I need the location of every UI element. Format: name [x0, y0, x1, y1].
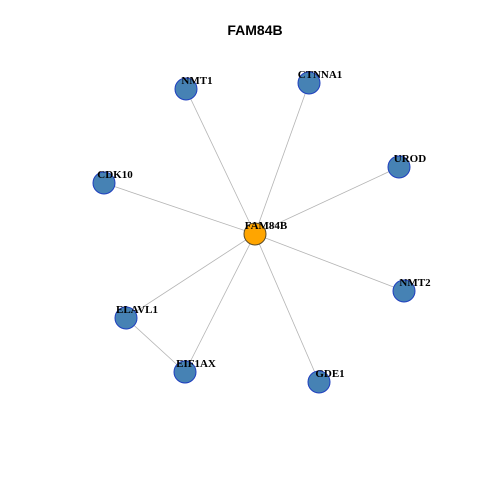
edge-elavl1-eif1ax	[125, 317, 186, 373]
edge-fam84b-nmt1	[185, 88, 256, 235]
node-circle-gde1	[307, 370, 331, 394]
node-label-cdk10: CDK10	[97, 169, 133, 181]
node-label-elavl1: ELAVL1	[116, 304, 158, 316]
node-circle-ctnna1	[297, 71, 321, 95]
edge-fam84b-nmt2	[254, 233, 405, 292]
node-circle-fam84b	[243, 222, 267, 246]
edges-layer	[103, 82, 405, 383]
node-label-gde1: GDE1	[315, 368, 344, 380]
node-circle-urod	[387, 155, 411, 179]
node-elavl1: ELAVL1	[114, 304, 158, 330]
node-gde1: GDE1	[307, 368, 345, 394]
node-label-ctnna1: CTNNA1	[298, 69, 343, 81]
node-circle-nmt2	[392, 279, 416, 303]
edge-fam84b-gde1	[254, 233, 320, 383]
node-ctnna1: CTNNA1	[297, 69, 343, 95]
node-label-fam84b: FAM84B	[245, 220, 288, 232]
edge-fam84b-ctnna1	[254, 82, 310, 235]
node-nmt1: NMT1	[174, 75, 213, 101]
edge-fam84b-eif1ax	[184, 233, 256, 373]
edge-fam84b-elavl1	[125, 233, 256, 319]
node-label-eif1ax: EIF1AX	[176, 358, 216, 370]
node-urod: UROD	[387, 153, 426, 179]
node-cdk10: CDK10	[92, 169, 133, 195]
node-nmt2: NMT2	[392, 277, 431, 303]
node-label-nmt1: NMT1	[181, 75, 212, 87]
node-circle-eif1ax	[173, 360, 197, 384]
node-circle-nmt1	[174, 77, 198, 101]
diagram-title: FAM84B	[227, 22, 282, 38]
node-label-urod: UROD	[394, 153, 426, 165]
edge-fam84b-urod	[254, 166, 400, 235]
node-fam84b: FAM84B	[243, 220, 288, 246]
node-label-nmt2: NMT2	[399, 277, 431, 289]
edge-fam84b-cdk10	[103, 182, 256, 235]
node-circle-cdk10	[92, 171, 116, 195]
node-eif1ax: EIF1AX	[173, 358, 216, 384]
node-circle-elavl1	[114, 306, 138, 330]
